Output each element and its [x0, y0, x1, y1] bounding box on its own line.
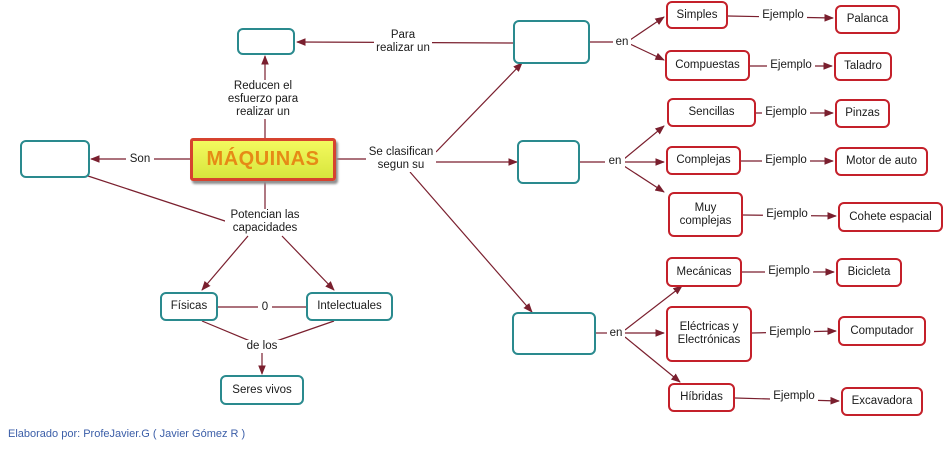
label-ejemplo: Ejemplo [765, 265, 813, 278]
label-en-1: en [613, 36, 631, 49]
node-excavadora: Excavadora [841, 387, 923, 416]
footer-credit: Elaborado por: ProfeJavier.G ( Javier Gó… [8, 428, 246, 440]
label-de-los: de los [242, 340, 282, 353]
label-son: Son [126, 153, 154, 166]
label-se-clasifican: Se clasifican segun su [366, 146, 436, 172]
label-en-2: en [605, 155, 625, 168]
node-fisicas: Físicas [160, 292, 218, 321]
node-bicicleta: Bicicleta [836, 258, 902, 287]
label-potencian: Potencian las capacidades [225, 209, 305, 235]
node-muy-complejas: Muy complejas [668, 192, 743, 237]
label-para-realizar: Para realizar un [374, 29, 432, 55]
label-o: 0 [258, 301, 272, 314]
blank-top-box [237, 28, 295, 55]
label-reducen: Reducen el esfuerzo para realizar un [220, 80, 306, 119]
node-motor: Motor de auto [835, 147, 928, 176]
node-taladro: Taladro [834, 52, 892, 81]
blank-type-box-1 [513, 20, 590, 64]
label-ejemplo: Ejemplo [763, 208, 811, 221]
node-intelectuales: Intelectuales [306, 292, 393, 321]
node-compuestas: Compuestas [665, 50, 750, 81]
node-sencillas: Sencillas [667, 98, 756, 127]
blank-type-box-3 [512, 312, 596, 355]
label-ejemplo: Ejemplo [770, 390, 818, 403]
blank-left-box [20, 140, 90, 178]
label-ejemplo: Ejemplo [759, 9, 807, 22]
node-mecanicas: Mecánicas [666, 257, 742, 287]
node-computador: Computador [838, 316, 926, 346]
main-concept-maquinas: MÁQUINAS [190, 138, 336, 181]
node-hibridas: Híbridas [668, 383, 735, 412]
label-ejemplo: Ejemplo [762, 106, 810, 119]
node-cohete: Cohete espacial [838, 202, 943, 232]
node-simples: Simples [666, 1, 728, 29]
node-palanca: Palanca [835, 5, 900, 34]
label-en-3: en [607, 327, 625, 340]
node-complejas: Complejas [666, 146, 741, 175]
label-ejemplo: Ejemplo [767, 59, 815, 72]
label-ejemplo: Ejemplo [766, 326, 814, 339]
label-ejemplo: Ejemplo [762, 154, 810, 167]
blank-type-box-2 [517, 140, 580, 184]
node-seres-vivos: Seres vivos [220, 375, 304, 405]
node-pinzas: Pinzas [835, 99, 890, 128]
node-electricas: Eléctricas y Electrónicas [666, 306, 752, 362]
